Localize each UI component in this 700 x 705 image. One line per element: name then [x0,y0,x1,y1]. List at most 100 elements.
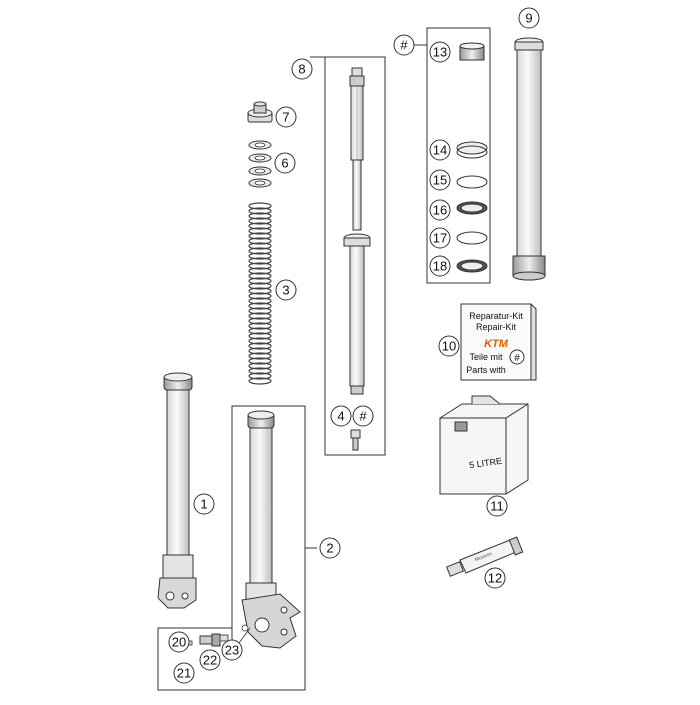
callout-20-circle [168,631,190,653]
grease-tube-12: Motorex [445,536,524,577]
spring-coil [248,357,272,365]
callout-17: 17 [433,231,447,246]
callout-15-circle [429,169,451,191]
spring-coil [248,267,272,275]
callout-14: 14 [433,143,447,158]
callout-8-circle [291,58,313,80]
callout-14-circle [429,139,451,161]
spring-coil [248,302,272,310]
callout-12-circle [484,567,506,589]
spring-coil [248,287,272,295]
callout-13-circle [429,41,451,63]
oil-can-label: 5 LITRE [469,456,503,470]
spring-coil [248,342,272,350]
spring-coil [248,327,272,335]
spring-coil [248,262,272,270]
fork-leg-group-box [157,405,317,691]
spring-coil [248,352,272,360]
callout-6: 6 [281,156,288,171]
callout-17-circle [429,227,451,249]
cartridge-damper-8 [342,67,371,451]
fork-cap-7 [247,101,273,123]
spring-coil [248,367,272,375]
callout-20: 20 [172,635,186,650]
callout-11: 11 [490,499,504,514]
spring-coil [248,292,272,300]
callout-4: 4 [337,409,344,424]
callout-10: 10 [442,339,456,354]
callout-8: 8 [298,62,305,77]
callout-11-circle [486,495,508,517]
callout-22-circle [199,649,221,671]
spring-coil [248,232,272,240]
callout-13: 13 [433,45,447,60]
inner-tube-9 [512,37,546,281]
spring-coil [248,277,272,285]
cartridge-group-box [310,56,386,456]
spring-coil [248,362,272,370]
callout-9: 9 [525,11,532,26]
callout-21: 21 [177,666,191,681]
callout-18-circle [429,255,451,277]
spring-coil [248,252,272,260]
oil-can-11: 5 LITRE [439,395,529,495]
spring-coil [248,202,272,210]
spring-coil [248,337,272,345]
callout-hash-cartridge-circle [352,405,374,427]
bushing-group-box [413,27,491,284]
callout-hash-cartridge: # [359,409,367,424]
spring-coil [248,237,272,245]
spring-coil [248,242,272,250]
spring-coil [248,307,272,315]
callout-2-circle [319,537,341,559]
leader-lines [238,627,251,644]
spring-coil [248,297,272,305]
callout-7: 7 [282,110,289,125]
callout-3: 3 [282,283,289,298]
callout-7-circle [275,106,297,128]
callout-1-circle [193,493,215,515]
spring-coil [248,222,272,230]
spring-coil [248,347,272,355]
spring-coil [248,372,272,380]
spring-coil [248,377,272,385]
spring-coil [248,282,272,290]
callout-hash-bushings: # [400,38,408,53]
repair-kit-line1: Reparatur-Kit [469,311,523,321]
callout-23-circle [221,639,243,661]
callout-9-circle [518,7,540,29]
spring-coil [248,207,272,215]
repair-kit-brand: KTM [484,338,509,350]
callout-22: 22 [203,653,217,668]
callout-10-circle [438,335,460,357]
fork-leg-1 [157,372,197,609]
repair-kit-hash: # [514,353,520,364]
repair-kit-line4: Parts with [466,365,506,375]
callout-18: 18 [433,259,447,274]
spring-coil [248,257,272,265]
spring-coil [248,217,272,225]
callout-hash-bushings-circle [393,34,415,56]
repair-kit-line3: Teile mit [469,352,503,362]
callout-16: 16 [433,203,447,218]
callout-21-circle [173,662,195,684]
callout-1: 1 [200,497,207,512]
spring-coil [248,247,272,255]
callout-12: 12 [488,571,502,586]
washers-6 [248,140,272,188]
spring-coil [248,317,272,325]
spring-coil [248,272,272,280]
callout-6-circle [274,152,296,174]
callout-15: 15 [433,173,447,188]
callout-2: 2 [326,541,333,556]
fork-leg-2 [241,410,301,649]
spring-coil [248,322,272,330]
spring-coil [248,312,272,320]
callout-23: 23 [225,643,239,658]
callout-4-circle [330,405,352,427]
fork-spring-3 [248,202,272,385]
callout-16-circle [429,199,451,221]
